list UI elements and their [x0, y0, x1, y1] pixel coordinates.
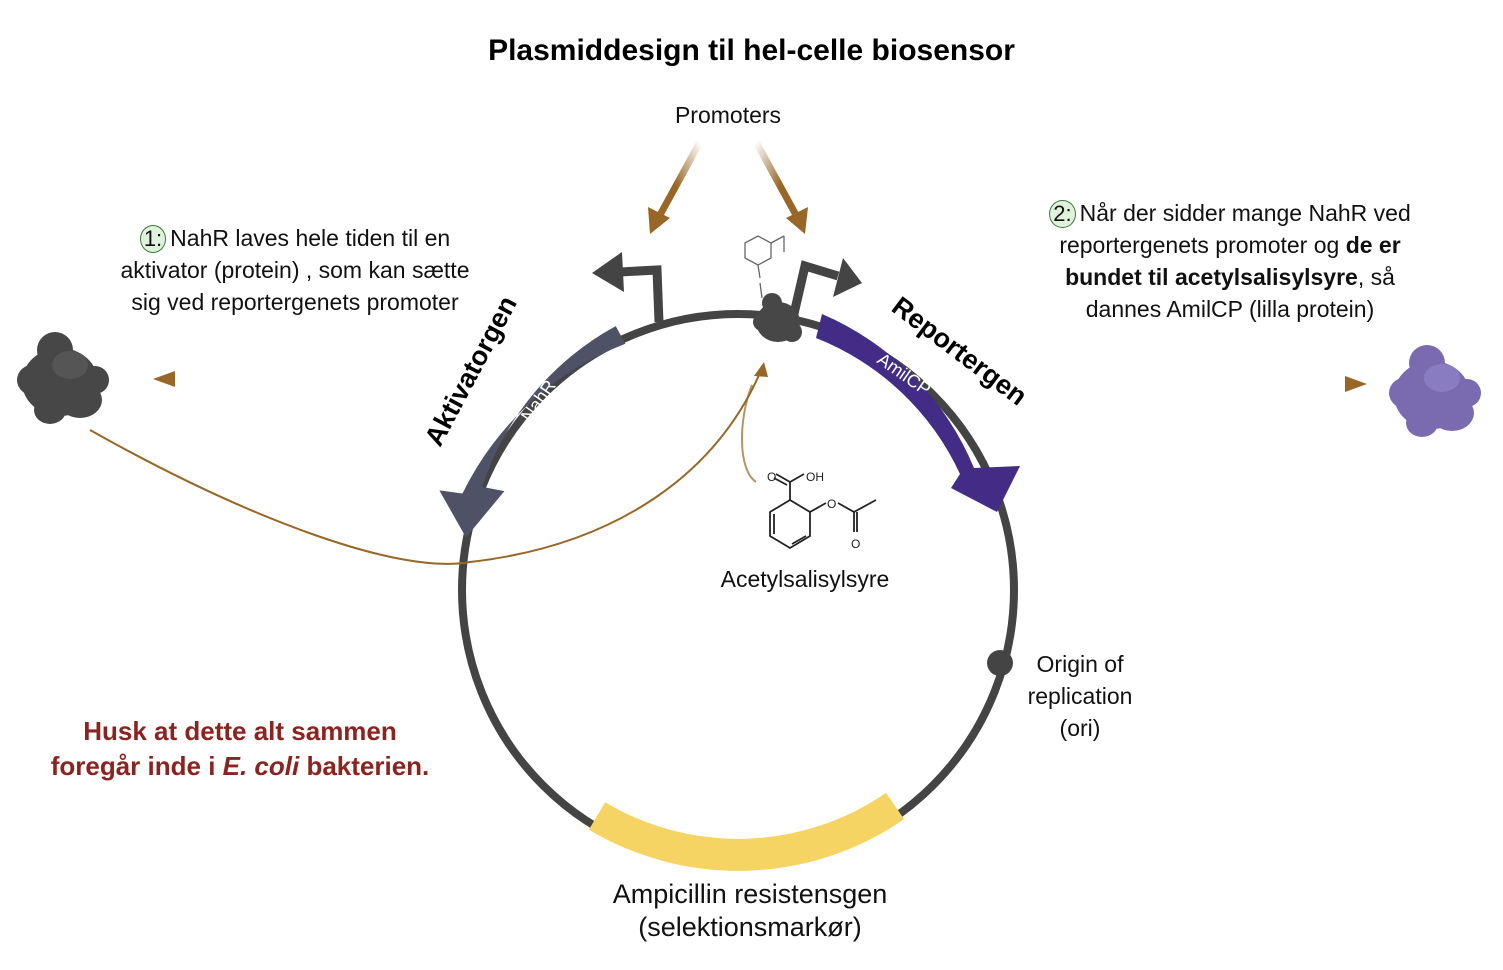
- reporter-gene-arrow: [816, 314, 1020, 512]
- bound-nahr-protein-icon: [753, 293, 802, 342]
- ecoli-note: Husk at dette alt sammen foregår inde i …: [40, 714, 440, 784]
- page-title: Plasmiddesign til hel-celle biosensor: [488, 34, 1015, 67]
- nahr-protein-icon: [17, 332, 109, 424]
- step1-text: NahR laves hele tiden til en aktivator (…: [120, 225, 470, 315]
- nahr-binding-curve: [89, 367, 763, 565]
- aspirin-molecule-icon: [769, 473, 877, 550]
- note-text-before: Husk at dette alt sammen foregår inde i: [50, 716, 397, 781]
- step2-badge: 2:: [1049, 200, 1076, 228]
- aspirin-oh-label: OH: [806, 470, 824, 484]
- reporter-promoter-icon: [788, 258, 862, 320]
- resistance-gene-label: Ampicillin resistensgen (selektionsmarkø…: [520, 878, 980, 944]
- aspirin-binding-curve: [740, 384, 757, 483]
- ori-label: Origin of replication (ori): [990, 648, 1170, 744]
- ori-marker: [987, 650, 1013, 676]
- step2-text-after: , så dannes AmilCP (lilla protein): [1085, 264, 1395, 322]
- step2-text-bold: de er bundet til acetylsalisylsyre: [1065, 232, 1401, 290]
- activator-promoter-icon: [592, 252, 664, 323]
- step1-description: 1:NahR laves hele tiden til en aktivator…: [120, 222, 470, 318]
- resistance-gene-block: [588, 792, 905, 871]
- activator-gene-arrow: [439, 326, 626, 538]
- arrow-to-amilcp-protein: [1075, 376, 1367, 392]
- aspirin-ester-o-label: O: [827, 497, 836, 511]
- step1-badge: 1:: [139, 225, 167, 253]
- ori-line1: Origin of: [1036, 651, 1124, 677]
- promoter-arrow-right: [752, 140, 808, 234]
- ori-line2: replication: [1027, 683, 1133, 709]
- step2-text-before: Når der sidder mange NahR ved reporterge…: [1059, 200, 1411, 258]
- activator-gene-name: NahR: [517, 376, 560, 425]
- nahr-binding-arrowhead: [754, 362, 768, 377]
- arrow-to-nahr-protein: [153, 371, 420, 387]
- bound-aspirin-molecule-icon: [744, 235, 785, 299]
- promoters-label: Promoters: [674, 102, 782, 128]
- resistance-label-line2: (selektionsmarkør): [638, 912, 862, 942]
- aspirin-carbonyl-o-label: O: [851, 537, 860, 551]
- aspirin-label: Acetylsalisylsyre: [720, 566, 890, 592]
- note-text-after: bakterien.: [299, 751, 430, 781]
- amilcp-protein-icon: [1389, 345, 1481, 437]
- step2-description: 2:Når der sidder mange NahR ved reporter…: [1040, 197, 1420, 325]
- ori-line3: (ori): [1059, 715, 1101, 741]
- promoter-arrow-left: [648, 140, 704, 234]
- resistance-label-line1: Ampicillin resistensgen: [612, 879, 888, 909]
- note-text-italic: E. coli: [222, 751, 300, 781]
- aspirin-o-label: O: [767, 470, 776, 484]
